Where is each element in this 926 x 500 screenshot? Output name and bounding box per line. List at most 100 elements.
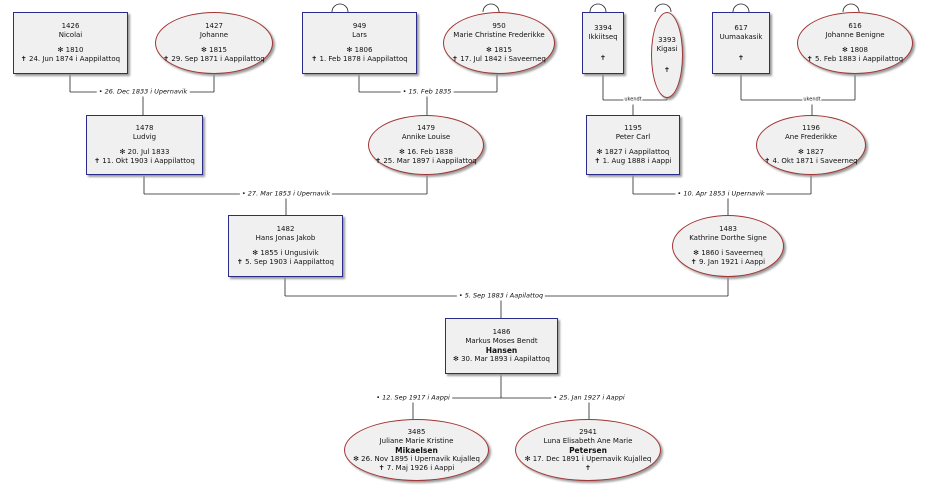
- person-detail-line: 617: [734, 23, 748, 32]
- person-surname: Mikaelsen: [395, 445, 438, 455]
- person-detail-line: ✝: [664, 65, 670, 74]
- person-detail-line: ✝: [600, 53, 606, 62]
- person-detail-line: 1427: [205, 22, 223, 30]
- person-detail-line: ✻ 1810: [57, 46, 84, 54]
- person-detail-line: 1486: [492, 328, 511, 336]
- person-detail-line: ✻ 26. Nov 1895 i Upernavik Kujalleq: [353, 454, 480, 463]
- person-detail-line: ✻ 1815: [486, 46, 512, 54]
- parent-loop-connector: [654, 3, 672, 13]
- person-detail-line: ✝ 29. Sep 1871 i Aappilattoq: [163, 55, 265, 63]
- person-detail-line: ✝ 4. Okt 1871 i Saveerneq: [764, 157, 858, 165]
- person-detail-line: ✝ 11. Okt 1903 i Aappilattoq: [94, 157, 195, 165]
- person-detail-line: 1426: [61, 22, 80, 30]
- parent-loop-connector: [732, 3, 750, 13]
- person-detail-line: 616: [848, 22, 862, 30]
- person-detail-line: ✻ 1806: [346, 46, 373, 54]
- person-detail-line: ✻ 1860 i Saveerneq: [693, 249, 763, 257]
- person-detail-line: ✝ 9. Jan 1921 i Aappi: [690, 258, 766, 266]
- person-detail-line: ✻ 1808: [842, 46, 868, 54]
- person-detail-line: ✻ 1855 i Ungusivik: [252, 249, 319, 257]
- person-detail-line: 3393: [658, 35, 676, 44]
- person-detail-line: ✻ 1827 i Aappilattoq: [596, 148, 670, 156]
- person-detail-line: Ludvig: [132, 133, 157, 141]
- person-detail-line: ✝: [585, 463, 591, 472]
- person-detail-line: ✝ 5. Sep 1903 i Aappilattoq: [237, 258, 334, 266]
- person-detail-line: 2941: [579, 427, 597, 436]
- person-detail-line: Annike Louise: [401, 133, 451, 141]
- person-detail-line: ✻ 20. Jul 1833: [119, 148, 170, 156]
- person-detail-line: Markus Moses Bendt: [465, 337, 538, 345]
- person-detail-line: 950: [492, 22, 506, 30]
- marriage-date-label: • 26. Dec 1833 i Upernavik: [96, 87, 190, 97]
- person-detail-line: 1196: [802, 124, 820, 132]
- person-detail-line: Kigasi: [656, 44, 678, 53]
- person-detail-line: Marie Christine Frederikke: [453, 31, 545, 39]
- person-detail-line: Hans Jonas Jakob: [255, 234, 316, 242]
- person-detail-line: 949: [352, 22, 367, 30]
- person-detail-line: Johanne Benigne: [825, 31, 885, 39]
- person-detail-line: 1479: [417, 124, 435, 132]
- person-detail-line: Johanne: [199, 31, 229, 39]
- person-detail-line: ✝ 17. Jul 1842 i Saveerneq: [452, 55, 546, 63]
- parent-loop-connector: [842, 3, 860, 13]
- marriage-date-label: • 12. Sep 1917 i Aappi: [374, 393, 452, 403]
- person-detail-line: ✻ 30. Mar 1893 i Aapilattoq: [452, 355, 550, 363]
- marriage-date-label: ukendt: [623, 95, 643, 105]
- person-detail-line: 3485: [407, 427, 426, 436]
- marriage-date-label: • 27. Mar 1853 i Upernavik: [239, 189, 333, 199]
- marriage-date-label: • 25. Jan 1927 i Aappi: [551, 393, 627, 403]
- person-detail-line: Uumaakasik: [719, 32, 763, 41]
- person-detail-line: ✝ 1. Aug 1888 i Aappi: [594, 157, 672, 165]
- marriage-date-label: • 5. Sep 1883 i Aapilattoq: [456, 291, 546, 301]
- person-detail-line: Peter Carl: [615, 133, 651, 141]
- person-detail-line: 3394: [594, 23, 612, 32]
- person-surname: Petersen: [569, 445, 607, 455]
- person-detail-line: Luna Elisabeth Ane Marie: [543, 436, 633, 445]
- person-detail-line: 1195: [624, 124, 642, 132]
- marriage-date-label: ukendt: [802, 95, 822, 105]
- person-detail-line: ✻ 16. Feb 1838: [399, 148, 453, 156]
- person-detail-line: 1483: [719, 225, 737, 233]
- person-detail-line: ✻ 17. Dec 1891 i Upernavik Kujalleq: [524, 454, 652, 463]
- person-detail-line: ✝: [738, 53, 744, 62]
- person-detail-line: Juliane Marie Kristine: [379, 436, 454, 445]
- person-detail-line: ✻ 1815: [201, 46, 227, 54]
- person-detail-line: Lars: [352, 31, 367, 39]
- person-detail-line: ✝ 7. Maj 1926 i Aappi: [378, 463, 455, 472]
- person-detail-line: Kathrine Dorthe Signe: [689, 234, 767, 242]
- person-detail-line: 1482: [276, 225, 295, 233]
- person-surname: Hansen: [485, 346, 518, 355]
- parent-loop-connector: [482, 3, 500, 13]
- person-detail-line: ✻ 1827: [798, 148, 824, 156]
- person-detail-line: 1478: [135, 124, 154, 132]
- person-detail-line: Nicolai: [58, 31, 83, 39]
- person-detail-line: ✝ 1. Feb 1878 i Aappilattoq: [311, 55, 408, 63]
- person-detail-line: ✝ 24. Jun 1874 i Aappilattoq: [20, 55, 121, 63]
- person-detail-line: Ane Frederikke: [784, 133, 838, 141]
- person-detail-line: ✝ 25. Mar 1897 i Aappilattoq: [375, 157, 477, 165]
- person-detail-line: Ikkiitseq: [588, 32, 618, 41]
- parent-loop-connector: [331, 3, 349, 13]
- marriage-date-label: • 10. Apr 1853 i Upernavik: [675, 189, 767, 199]
- person-detail-line: ✝ 5. Feb 1883 i Aappilattoq: [806, 55, 904, 63]
- marriage-date-label: • 15. Feb 1835: [400, 87, 454, 97]
